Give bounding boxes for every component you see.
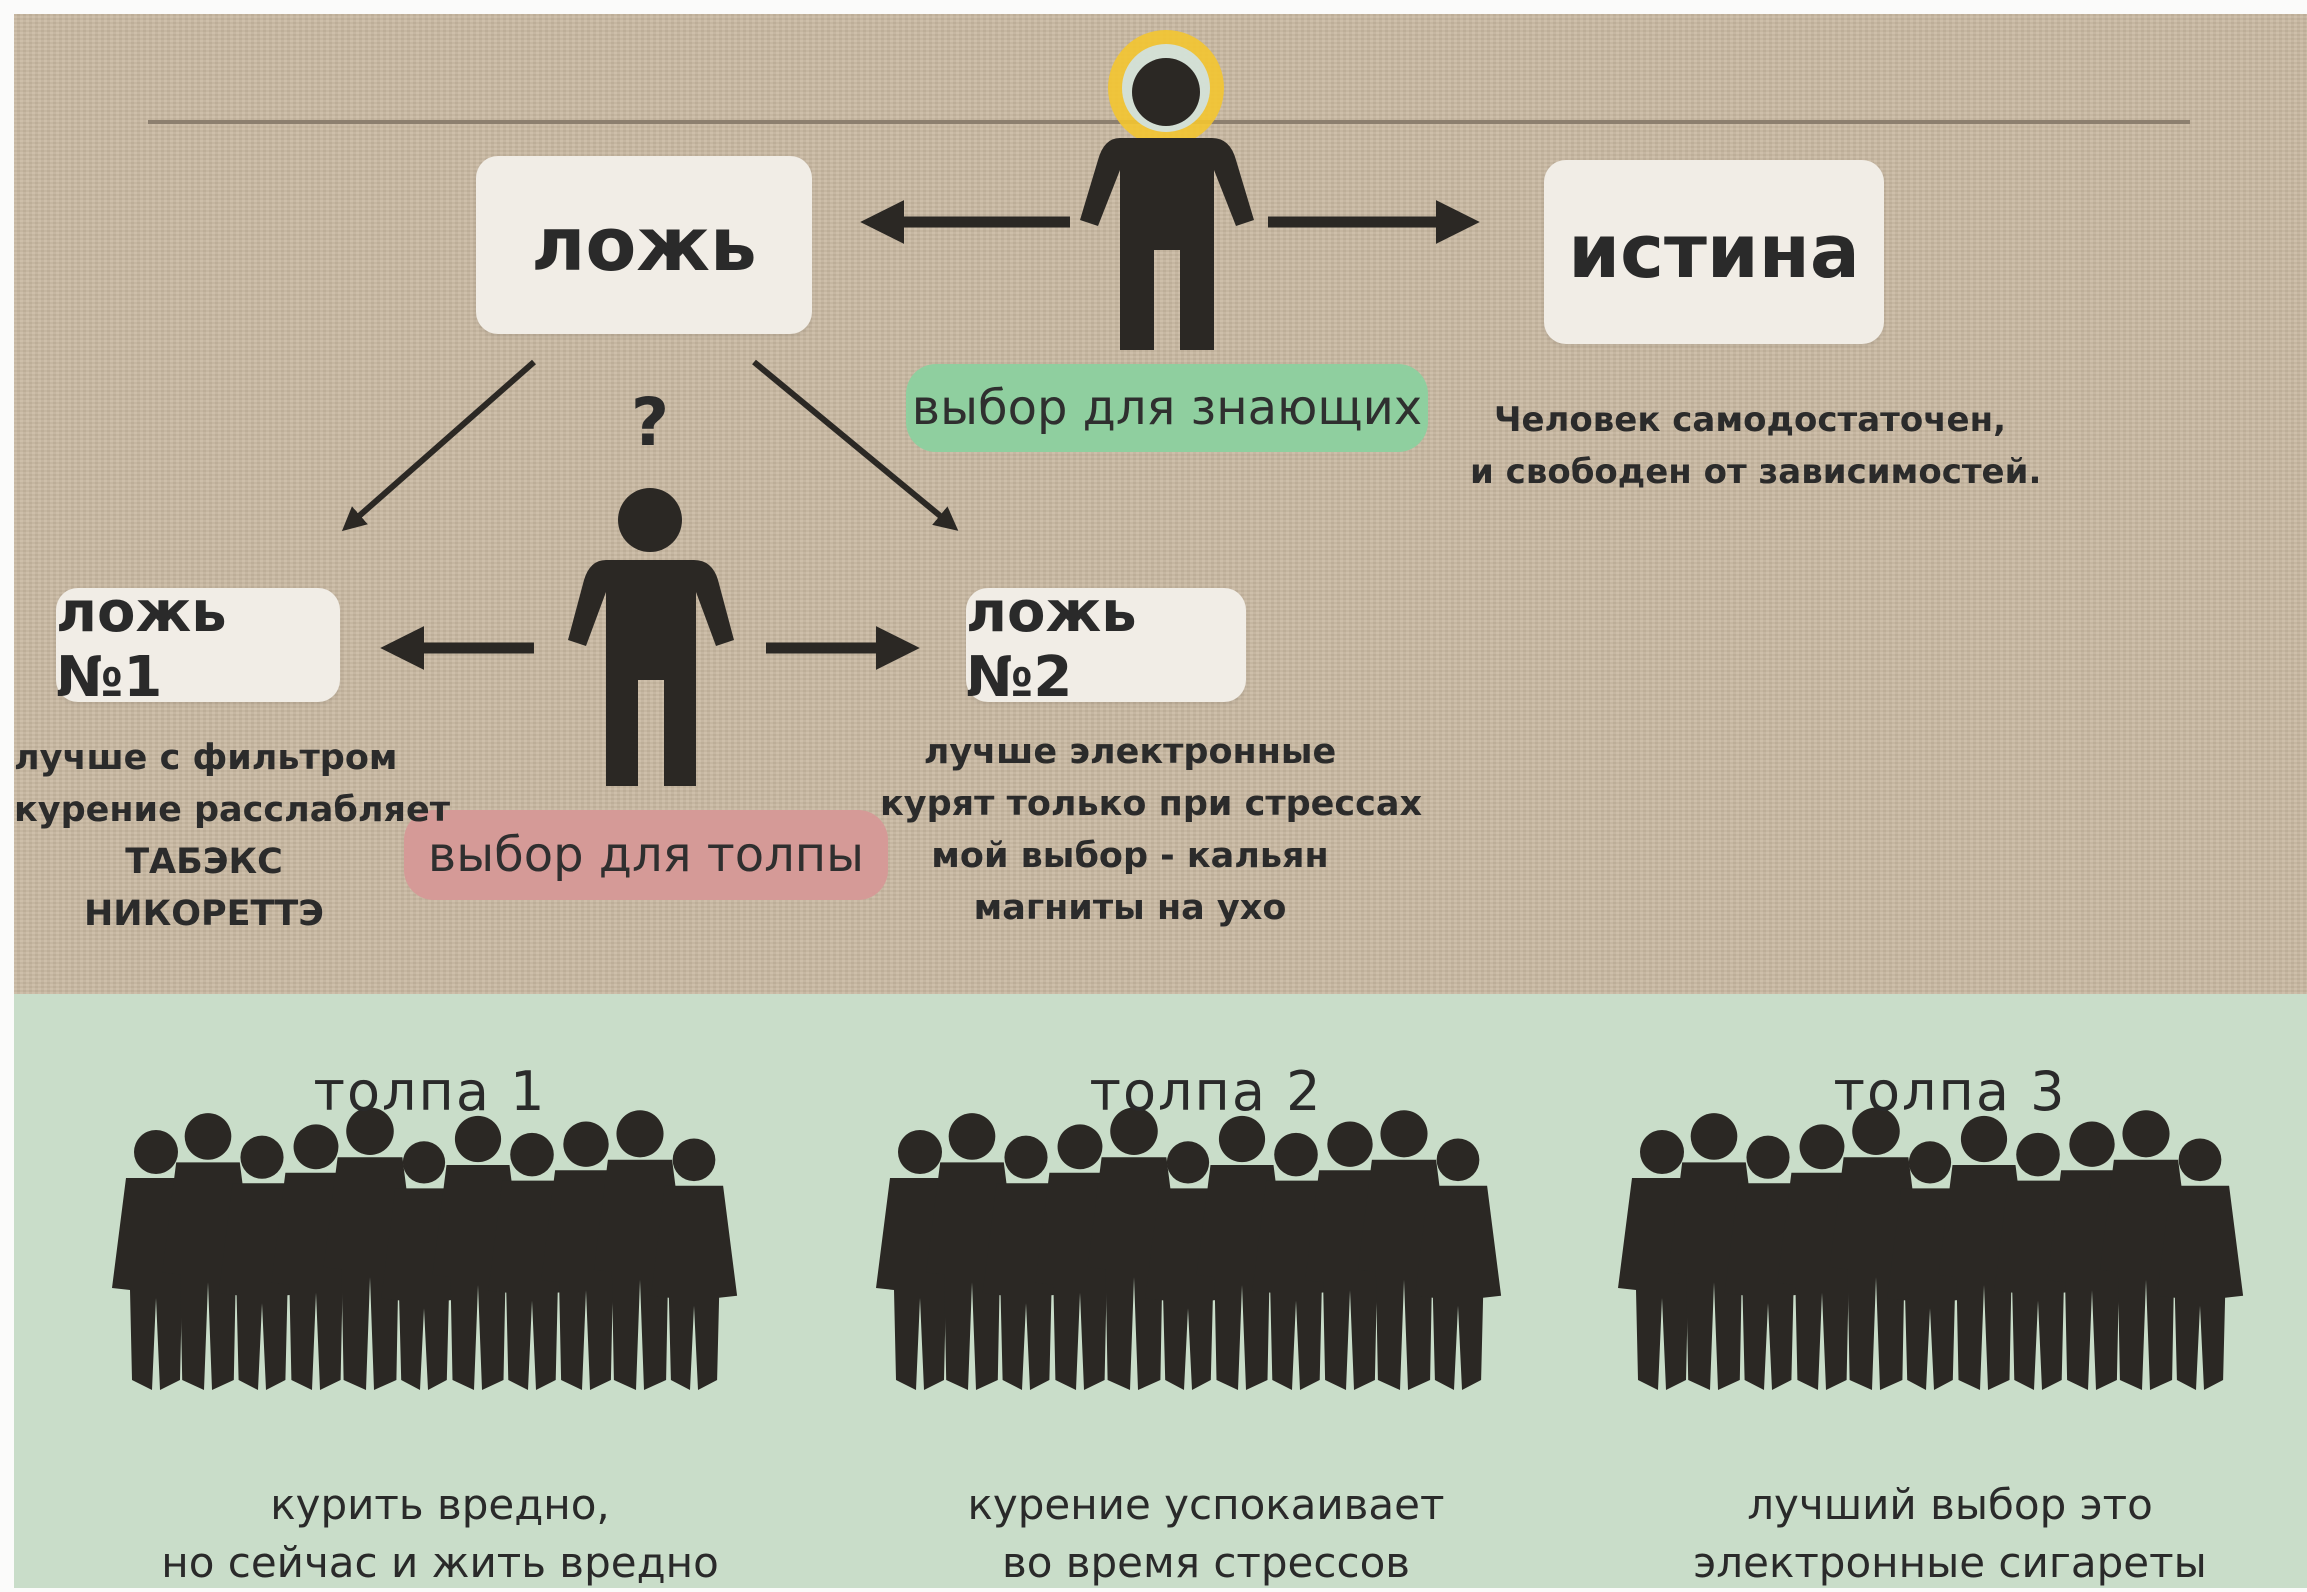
crowd-3-caption: лучший выбор это электронные сигареты [1630,1476,2270,1592]
person-silhouette-head [1166,1141,1210,1184]
lie1-item: ТАБЭКС [125,842,283,882]
crowd-2-silhouettes [876,1107,1502,1390]
lie1-list: лучше с фильтром курение расслабляет ТАБ… [14,732,450,940]
person-silhouette-body [650,1185,738,1390]
person-silhouette-head [2016,1132,2060,1177]
enlightened-person-icon [1080,30,1254,350]
person-silhouette-head [563,1121,609,1167]
knowing-choice-label: выбор для знающих [911,380,1423,436]
caption-line: но сейчас и жить вредно [161,1538,719,1587]
crowd-2-label: толпа 2 [1089,1060,1323,1123]
person-silhouette-head [1799,1124,1845,1170]
lie2-item: курят только при стрессах [880,784,1423,824]
person-silhouette-head [1327,1121,1373,1167]
person-silhouette-head [1690,1113,1738,1160]
knowing-choice-badge: выбор для знающих [906,364,1428,452]
lie1-item: лучше с фильтром [14,738,398,778]
arrow-lie-to-lie2 [752,359,959,531]
confused-person-icon [568,488,734,786]
person-silhouette-head [1852,1107,1900,1155]
person-silhouette-head [510,1132,554,1177]
person-silhouette-head [1110,1107,1158,1155]
crowd-choice-label: выбор для толпы [427,827,865,883]
person-silhouette-head [2122,1110,2170,1158]
crowd-2-caption: курение успокаивает во время стрессов [886,1476,1526,1592]
person-silhouette-head [346,1107,394,1155]
person-silhouette-head [898,1130,942,1174]
lie1-item: НИКОРЕТТЭ [84,894,324,934]
crowd-1-label: толпа 1 [313,1060,547,1123]
person-silhouette-head [2178,1138,2222,1182]
person-silhouette-head [1746,1135,1790,1179]
crowd-choice-badge: выбор для толпы [404,810,888,900]
arrow-lie-to-lie1 [341,359,536,532]
truth-label: истина [1568,209,1860,295]
lie-label: ложь [531,202,757,288]
lie1-box: ложь №1 [56,580,340,710]
lie2-label: ложь №2 [966,580,1137,710]
person-silhouette-head [1640,1130,1684,1174]
person-silhouette-head [616,1110,664,1158]
lie-box: ложь [476,156,812,334]
person-silhouette-head [1908,1141,1952,1184]
lie2-box: ложь №2 [966,580,1246,710]
crowd-1-silhouettes [112,1107,738,1390]
lie1-label: ложь №1 [56,580,227,710]
caption-line: курить вредно, [270,1480,610,1529]
person-silhouette-body [1414,1185,1502,1390]
caption-line: курение успокаивает [967,1480,1445,1529]
person-silhouette-head [402,1141,446,1184]
person-silhouette-head [672,1138,716,1182]
lie2-item: магниты на ухо [973,888,1287,928]
person-silhouette-head [1380,1110,1428,1158]
truth-box: истина [1544,160,1884,344]
person-silhouette-head [2069,1121,2115,1167]
person-silhouette-head [1004,1135,1048,1179]
person-silhouette-head [454,1115,502,1163]
crowd-1-caption: курить вредно, но сейчас и жить вредно [120,1476,760,1592]
person-silhouette-head [1960,1115,2008,1163]
caption-line: электронные сигареты [1693,1538,2207,1587]
truth-text-line: Человек самодостаточен, [1493,400,2007,440]
person-silhouette-head [948,1113,996,1160]
person-silhouette-head [184,1113,232,1160]
lie2-list: лучше электронные курят только при стрес… [880,726,1423,934]
person-silhouette-body [2156,1185,2244,1390]
crowd-3-silhouettes [1618,1107,2244,1390]
person-silhouette-head [134,1130,178,1174]
person-silhouette-head [293,1124,339,1170]
truth-text-line: и свободен от зависимостей. [1470,452,2042,492]
lie1-item: курение расслабляет [14,790,450,830]
person-silhouette-head [1436,1138,1480,1182]
person-silhouette-head [1218,1115,1266,1163]
caption-line: лучший выбор это [1747,1480,2153,1529]
person-silhouette-head [240,1135,284,1179]
lie2-item: мой выбор - кальян [931,836,1329,876]
caption-line: во время стрессов [1001,1538,1411,1587]
crowd-3-label: толпа 3 [1833,1060,2067,1123]
person-silhouette-head [1274,1132,1318,1177]
person-silhouette-head [1057,1124,1103,1170]
lie2-item: лучше электронные [923,732,1337,772]
truth-description: Человек самодостаточен, и свободен от за… [1470,394,2042,498]
question-mark: ? [630,384,670,461]
